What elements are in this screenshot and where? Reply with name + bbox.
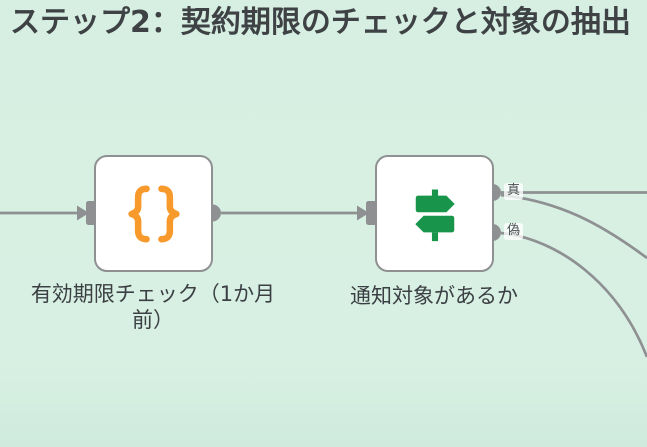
node-if[interactable] <box>375 155 494 272</box>
arrowhead-icon <box>77 205 89 221</box>
page-title: ステップ2：契約期限のチェックと対象の抽出 <box>10 5 631 40</box>
output-label-true: 真 <box>504 183 524 200</box>
arrowhead-icon <box>357 205 369 221</box>
curly-braces-icon <box>127 185 180 242</box>
input-port-if-node[interactable] <box>366 201 377 225</box>
node-code[interactable] <box>94 155 213 272</box>
output-label-false: 偽 <box>504 223 524 240</box>
node-code-caption: 有効期限チェック（1か月前） <box>30 282 276 333</box>
signpost-icon <box>414 189 455 241</box>
node-if-caption: 通知対象があるか <box>350 284 518 308</box>
